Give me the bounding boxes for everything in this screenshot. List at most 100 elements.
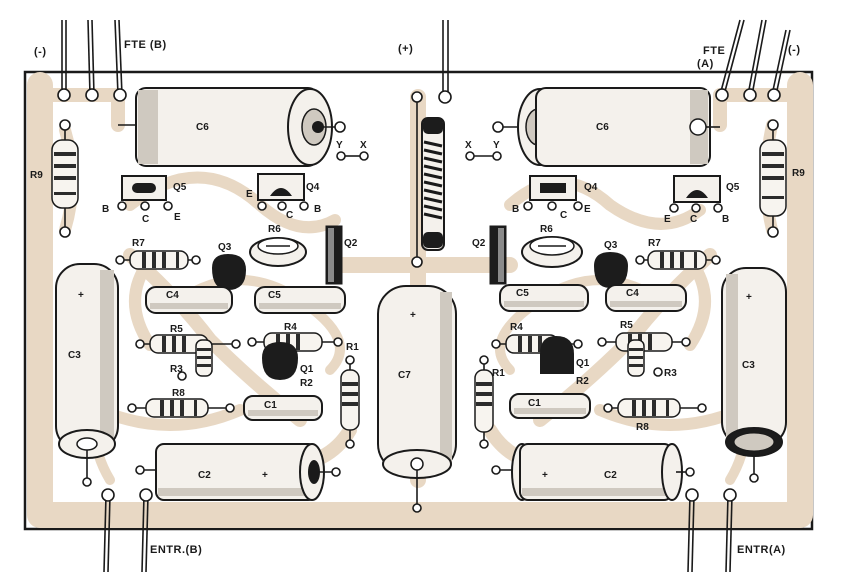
right-c4-label: C4: [626, 288, 639, 299]
right-r1-label: R1: [492, 368, 505, 379]
right-c1-capacitor: C1: [509, 393, 591, 419]
header-pins-bottom: [101, 488, 737, 573]
left-q5-c: C: [142, 214, 149, 225]
label-top-right-minus: (-): [788, 44, 801, 56]
right-q4-b: B: [512, 204, 519, 215]
left-q4-b: B: [314, 204, 321, 215]
right-r8-label: R8: [636, 422, 649, 433]
center-choke-coil: [411, 91, 445, 268]
right-c2-label: C2: [604, 470, 617, 481]
right-c5-label: C5: [516, 288, 529, 299]
left-xy-pads: Y X: [336, 140, 369, 161]
left-c3-plus: +: [78, 290, 84, 301]
right-r2-label: R2: [576, 376, 589, 387]
left-r7-label: R7: [132, 238, 145, 249]
right-q1-transistor: Q1: [540, 336, 590, 374]
left-r7-resistor: R7: [115, 238, 201, 270]
right-r8-resistor: R8: [603, 398, 707, 433]
right-q2-label: Q2: [472, 238, 486, 249]
left-q5-transistor: Q5 B C E: [102, 175, 187, 225]
label-entr-b: ENTR.(B): [150, 544, 202, 556]
left-r9-resistor: R9: [30, 119, 79, 238]
left-x-label: X: [360, 140, 367, 151]
label-top-left-minus: (-): [34, 46, 47, 58]
left-r9-label: R9: [30, 170, 43, 181]
left-r1-label: R1: [346, 342, 359, 353]
right-r9-label: R9: [792, 168, 805, 179]
right-r2-label-group: R2: [576, 376, 589, 387]
left-channel: C6 R9 Q5 B C E Q4 E C B: [30, 87, 369, 501]
right-r7-resistor: R7: [635, 238, 721, 270]
left-c3-label: C3: [68, 350, 81, 361]
left-q5-b: B: [102, 204, 109, 215]
left-q5-label: Q5: [173, 182, 187, 193]
left-q2-transistor: Q2: [325, 225, 358, 285]
header-pins-top: [57, 19, 791, 104]
right-q5-transistor: Q5 E C B: [664, 175, 740, 225]
right-q4-label: Q4: [584, 182, 598, 193]
left-q3-label: Q3: [218, 242, 232, 253]
left-r8-resistor: R8: [127, 388, 235, 418]
right-q3-transistor: Q3: [594, 240, 628, 288]
left-q1-label: Q1: [300, 364, 314, 375]
right-c3-plus: +: [746, 292, 752, 303]
right-r7-label: R7: [648, 238, 661, 249]
left-q5-e: E: [174, 212, 181, 223]
right-c4-capacitor: C4: [605, 284, 687, 312]
left-q4-e: E: [246, 189, 253, 200]
right-r3-label: R3: [664, 368, 677, 379]
left-r2-label: R2: [300, 378, 313, 389]
right-r6-trimpot: R6: [521, 224, 583, 268]
left-q4-c: C: [286, 210, 293, 221]
left-c4-capacitor: C4: [145, 286, 233, 314]
right-c2-plus: +: [542, 470, 548, 481]
right-q5-label: Q5: [726, 182, 740, 193]
right-x-label: X: [465, 140, 472, 151]
left-c5-label: C5: [268, 290, 281, 301]
left-r8-label: R8: [172, 388, 185, 399]
center-section: + C7: [377, 91, 457, 513]
right-q3-label: Q3: [604, 240, 618, 251]
right-r5-label: R5: [620, 320, 633, 331]
right-xy-pads: X Y: [465, 140, 502, 161]
left-c1-capacitor: C1: [243, 395, 323, 421]
right-c6-capacitor: C6: [492, 87, 720, 167]
left-r3-label: R3: [170, 364, 183, 375]
right-r9-resistor: R9: [759, 119, 805, 238]
left-r2-label-group: R2: [300, 378, 313, 389]
right-q4-transistor: Q4 B C E: [512, 175, 598, 221]
right-r3-resistor: R3: [627, 339, 677, 379]
left-q4-label: Q4: [306, 182, 320, 193]
right-c3-label: C3: [742, 360, 755, 371]
left-r5-label: R5: [170, 324, 183, 335]
left-q2-label: Q2: [344, 238, 358, 249]
right-c5-capacitor: C5: [499, 284, 589, 312]
right-c3-capacitor: + C3: [721, 267, 787, 483]
right-r6-label: R6: [540, 224, 553, 235]
right-q2-transistor: Q2: [472, 225, 507, 285]
label-entr-a: ENTR(A): [737, 544, 786, 556]
right-c2-capacitor: + C2: [491, 443, 695, 501]
right-r4-resistor: R4: [491, 322, 583, 354]
right-q5-e: E: [664, 214, 671, 225]
left-q1-transistor: Q1: [262, 342, 314, 380]
left-c4-label: C4: [166, 290, 179, 301]
center-c7-capacitor: + C7: [377, 285, 457, 513]
left-c5-capacitor: C5: [254, 286, 346, 314]
right-r1-resistor: R1: [474, 355, 505, 449]
right-c1-label: C1: [528, 398, 541, 409]
right-q4-c: C: [560, 210, 567, 221]
right-y-label: Y: [493, 140, 500, 151]
left-c1-label: C1: [264, 400, 277, 411]
right-q5-c: C: [690, 214, 697, 225]
right-q1-label: Q1: [576, 358, 590, 369]
label-fte-a-line2: (A): [697, 58, 714, 70]
center-c7-label: C7: [398, 370, 411, 381]
left-r6-label: R6: [268, 224, 281, 235]
label-fte-b: FTE (B): [124, 39, 167, 51]
left-r3-resistor: R3: [170, 339, 213, 381]
left-c2-plus: +: [262, 470, 268, 481]
label-top-plus: (+): [398, 43, 413, 55]
left-c3-capacitor: + C3: [55, 263, 119, 487]
